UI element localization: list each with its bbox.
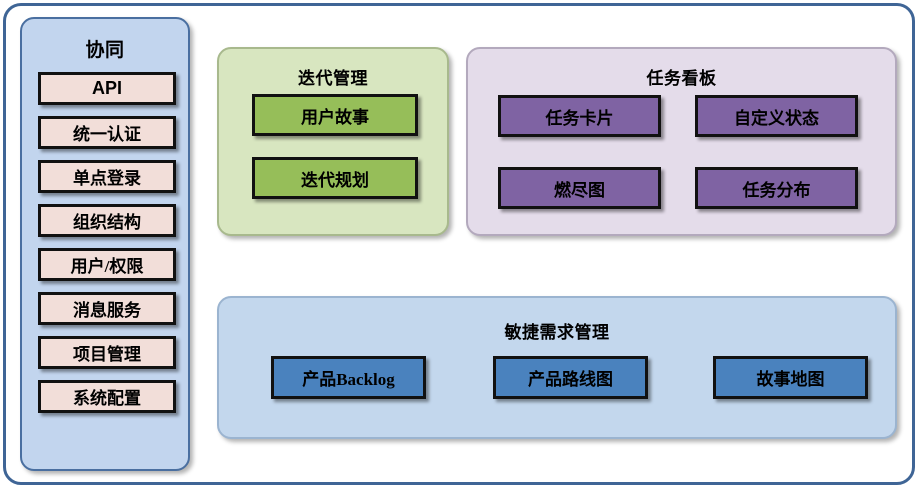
panel-agile-requirements[interactable]: 敏捷需求管理 产品Backlog 产品路线图 故事地图 xyxy=(217,296,897,439)
panel-task-board[interactable]: 任务看板 任务卡片 自定义状态 燃尽图 任务分布 xyxy=(466,47,897,236)
node-story-map[interactable]: 故事地图 xyxy=(713,356,868,399)
node-custom-status[interactable]: 自定义状态 xyxy=(695,95,858,137)
node-burndown-chart[interactable]: 燃尽图 xyxy=(498,167,661,209)
node-user-story[interactable]: 用户故事 xyxy=(252,94,418,136)
node-project-management[interactable]: 项目管理 xyxy=(38,336,176,369)
panel-collaboration[interactable]: 协同 API 统一认证 单点登录 组织结构 用户/权限 消息服务 项目管理 系统… xyxy=(20,17,190,471)
node-task-card[interactable]: 任务卡片 xyxy=(498,95,661,137)
outer-frame-border xyxy=(3,3,915,485)
panel-iteration-management-title: 迭代管理 xyxy=(298,69,368,88)
node-single-sign-on[interactable]: 单点登录 xyxy=(38,160,176,193)
node-task-distribution[interactable]: 任务分布 xyxy=(695,167,858,209)
node-product-roadmap[interactable]: 产品路线图 xyxy=(493,356,648,399)
panel-task-board-title: 任务看板 xyxy=(646,69,717,88)
node-message-service[interactable]: 消息服务 xyxy=(38,292,176,325)
collaboration-item-list: API 统一认证 单点登录 组织结构 用户/权限 消息服务 项目管理 系统配置 xyxy=(38,72,176,424)
panel-collaboration-title: 协同 xyxy=(85,40,125,61)
panel-agile-requirements-title: 敏捷需求管理 xyxy=(504,323,610,342)
node-system-config[interactable]: 系统配置 xyxy=(38,380,176,413)
node-user-permission[interactable]: 用户/权限 xyxy=(38,248,176,281)
node-product-backlog[interactable]: 产品Backlog xyxy=(271,356,426,399)
node-unified-auth[interactable]: 统一认证 xyxy=(38,116,176,149)
node-api[interactable]: API xyxy=(38,72,176,105)
node-iteration-planning[interactable]: 迭代规划 xyxy=(252,157,418,199)
node-org-structure[interactable]: 组织结构 xyxy=(38,204,176,237)
panel-iteration-management[interactable]: 迭代管理 用户故事 迭代规划 xyxy=(217,47,449,236)
